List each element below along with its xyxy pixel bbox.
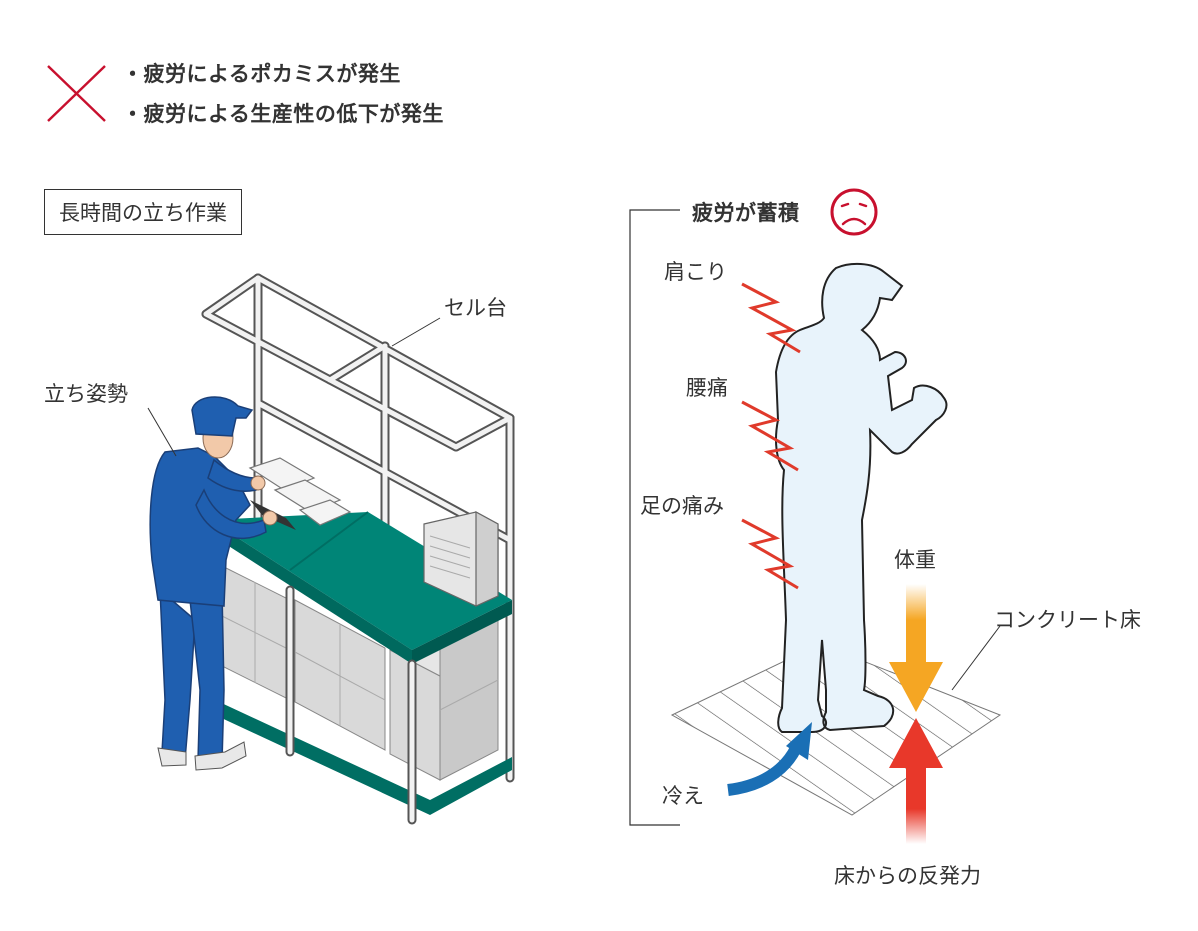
cell-table-illustration — [201, 273, 515, 825]
worker-figure — [147, 396, 278, 771]
label-cold: 冷え — [662, 784, 704, 808]
symptom-shoulder: 肩こり — [664, 260, 727, 284]
warning-item-1: ・疲労によるポカミスが発生 — [122, 62, 401, 86]
pain-shoulder-icon — [741, 282, 801, 354]
symptom-back: 腰痛 — [686, 376, 728, 400]
label-reaction: 床からの反発力 — [834, 864, 981, 888]
symptom-leg: 足の痛み — [640, 494, 724, 518]
label-posture: 立ち姿勢 — [44, 382, 128, 406]
sad-face-icon — [830, 188, 878, 236]
leader-floor — [951, 625, 1001, 691]
cold-arrow — [727, 722, 812, 796]
warning-item-2: ・疲労による生産性の低下が発生 — [122, 102, 444, 126]
bracket-line — [629, 209, 680, 826]
label-cell-table: セル台 — [444, 296, 507, 320]
leader-cell-table — [391, 317, 441, 347]
weight-arrow — [889, 584, 943, 712]
x-mark-icon — [47, 65, 106, 122]
right-scene-title: 疲労が蓄積 — [692, 201, 800, 225]
label-floor: コンクリート床 — [994, 608, 1141, 632]
pain-leg-icon — [741, 518, 799, 590]
left-scene-title: 長時間の立ち作業 — [44, 189, 242, 235]
label-weight: 体重 — [894, 548, 936, 572]
pain-back-icon — [741, 400, 799, 472]
reaction-force-arrow — [889, 718, 943, 844]
